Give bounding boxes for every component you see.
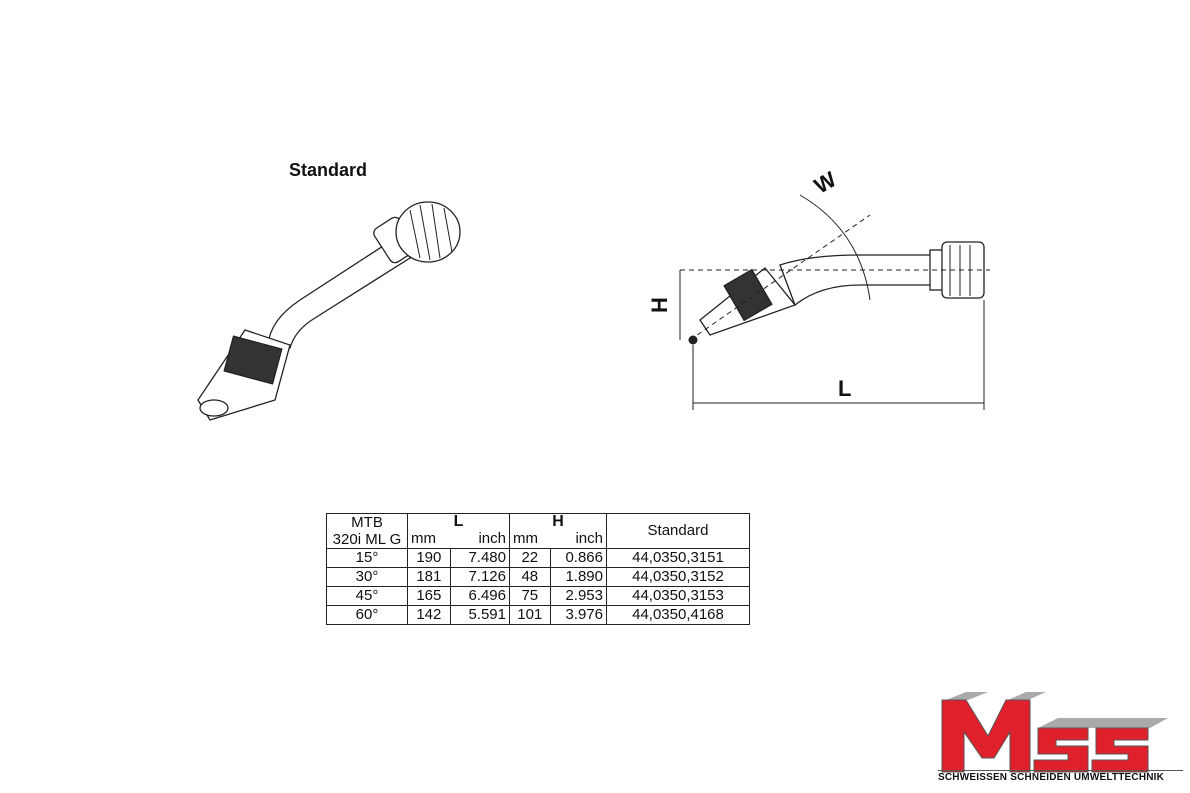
l-header: L bbox=[453, 513, 464, 530]
cell-standard: 44,0350,3153 bbox=[606, 586, 750, 606]
cell-angle: 60° bbox=[326, 605, 408, 625]
cell-l-inch: 6.496 bbox=[449, 586, 511, 606]
cell-l-mm: 181 bbox=[407, 567, 451, 587]
h-header: H bbox=[552, 513, 564, 530]
cell-l-inch: 5.591 bbox=[449, 605, 511, 625]
cell-angle: 15° bbox=[326, 548, 408, 568]
l-inch-header: inch bbox=[478, 530, 506, 547]
h-mm-header: mm bbox=[513, 530, 538, 547]
cell-standard: 44,0350,4168 bbox=[606, 605, 750, 625]
cell-standard: 44,0350,3151 bbox=[606, 548, 750, 568]
cell-angle: 45° bbox=[326, 586, 408, 606]
cell-h-inch: 2.953 bbox=[549, 586, 608, 606]
cell-h-inch: 3.976 bbox=[549, 605, 608, 625]
cell-angle: 30° bbox=[326, 567, 408, 587]
cell-l-mm: 142 bbox=[407, 605, 451, 625]
torch-perspective bbox=[197, 201, 461, 421]
standard-header: Standard bbox=[606, 513, 750, 549]
cell-h-mm: 75 bbox=[509, 586, 551, 606]
cell-l-mm: 165 bbox=[407, 586, 451, 606]
torch-neck-drawing bbox=[197, 194, 990, 421]
cell-h-mm: 22 bbox=[509, 548, 551, 568]
model-line2: 320i ML G bbox=[332, 531, 402, 548]
logo-tagline: SCHWEISSEN SCHNEIDEN UMWELTTECHNIK bbox=[938, 770, 1183, 783]
cell-h-mm: 101 bbox=[509, 605, 551, 625]
torch-side-view bbox=[699, 241, 985, 336]
model-line1: MTB bbox=[351, 514, 383, 531]
cell-l-mm: 190 bbox=[407, 548, 451, 568]
l-mm-header: mm bbox=[411, 530, 436, 547]
cell-h-inch: 1.890 bbox=[549, 567, 608, 587]
dimension-lines bbox=[679, 194, 990, 410]
cell-h-mm: 48 bbox=[509, 567, 551, 587]
cell-h-inch: 0.866 bbox=[549, 548, 608, 568]
length-label: L bbox=[838, 376, 852, 401]
drawing-title: Standard bbox=[289, 160, 368, 180]
cell-standard: 44,0350,3152 bbox=[606, 567, 750, 587]
height-label: H bbox=[646, 297, 672, 313]
cell-l-inch: 7.126 bbox=[449, 567, 511, 587]
h-inch-header: inch bbox=[575, 530, 603, 547]
mss-logo bbox=[941, 692, 1168, 773]
cell-l-inch: 7.480 bbox=[449, 548, 511, 568]
